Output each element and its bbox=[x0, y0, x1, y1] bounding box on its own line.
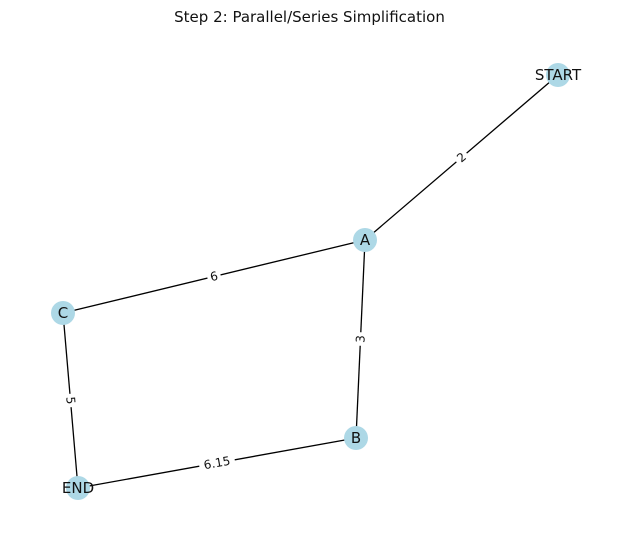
node-c: C bbox=[51, 301, 75, 325]
edge-start-a: 2 bbox=[364, 74, 559, 241]
nodes-layer: START A B C END bbox=[51, 63, 582, 500]
edge-weight-background bbox=[197, 451, 237, 475]
node-circle bbox=[353, 228, 377, 252]
edge-b-end: 6.15 bbox=[77, 437, 357, 489]
node-label: C bbox=[58, 304, 68, 322]
edge-weight-text: 5 bbox=[63, 396, 78, 405]
edge-weight-background bbox=[61, 393, 80, 408]
edge-weight-label: 2 bbox=[451, 147, 472, 168]
edge-weight-text: 3 bbox=[353, 335, 367, 343]
edge-weight-background bbox=[352, 331, 369, 347]
node-a: A bbox=[353, 228, 377, 252]
edge-a-c: 6 bbox=[62, 239, 366, 314]
node-circle bbox=[546, 63, 570, 87]
edge-weight-background bbox=[451, 147, 472, 168]
node-label: START bbox=[535, 66, 582, 84]
edge-weight-label: 3 bbox=[352, 331, 369, 347]
edge-weight-label: 6 bbox=[205, 267, 223, 286]
edge-a-b: 3 bbox=[352, 239, 369, 439]
edges-layer: 2 6 3 5 6.15 bbox=[61, 74, 559, 489]
edge-weight-text: 6 bbox=[209, 269, 220, 284]
diagram-title: Step 2: Parallel/Series Simplification bbox=[174, 8, 445, 26]
node-circle bbox=[51, 301, 75, 325]
edge-weight-text: 6.15 bbox=[203, 454, 232, 473]
edge-c-end: 5 bbox=[61, 312, 80, 489]
node-circle bbox=[66, 476, 90, 500]
edge-weight-label: 5 bbox=[61, 393, 80, 408]
node-label: B bbox=[351, 429, 361, 447]
node-label: A bbox=[360, 231, 371, 249]
node-end: END bbox=[62, 476, 94, 500]
node-circle bbox=[344, 426, 368, 450]
edge-weight-background bbox=[205, 267, 223, 286]
node-b: B bbox=[344, 426, 368, 450]
node-label: END bbox=[62, 479, 94, 497]
node-start: START bbox=[535, 63, 582, 87]
edge-weight-label: 6.15 bbox=[197, 451, 237, 475]
